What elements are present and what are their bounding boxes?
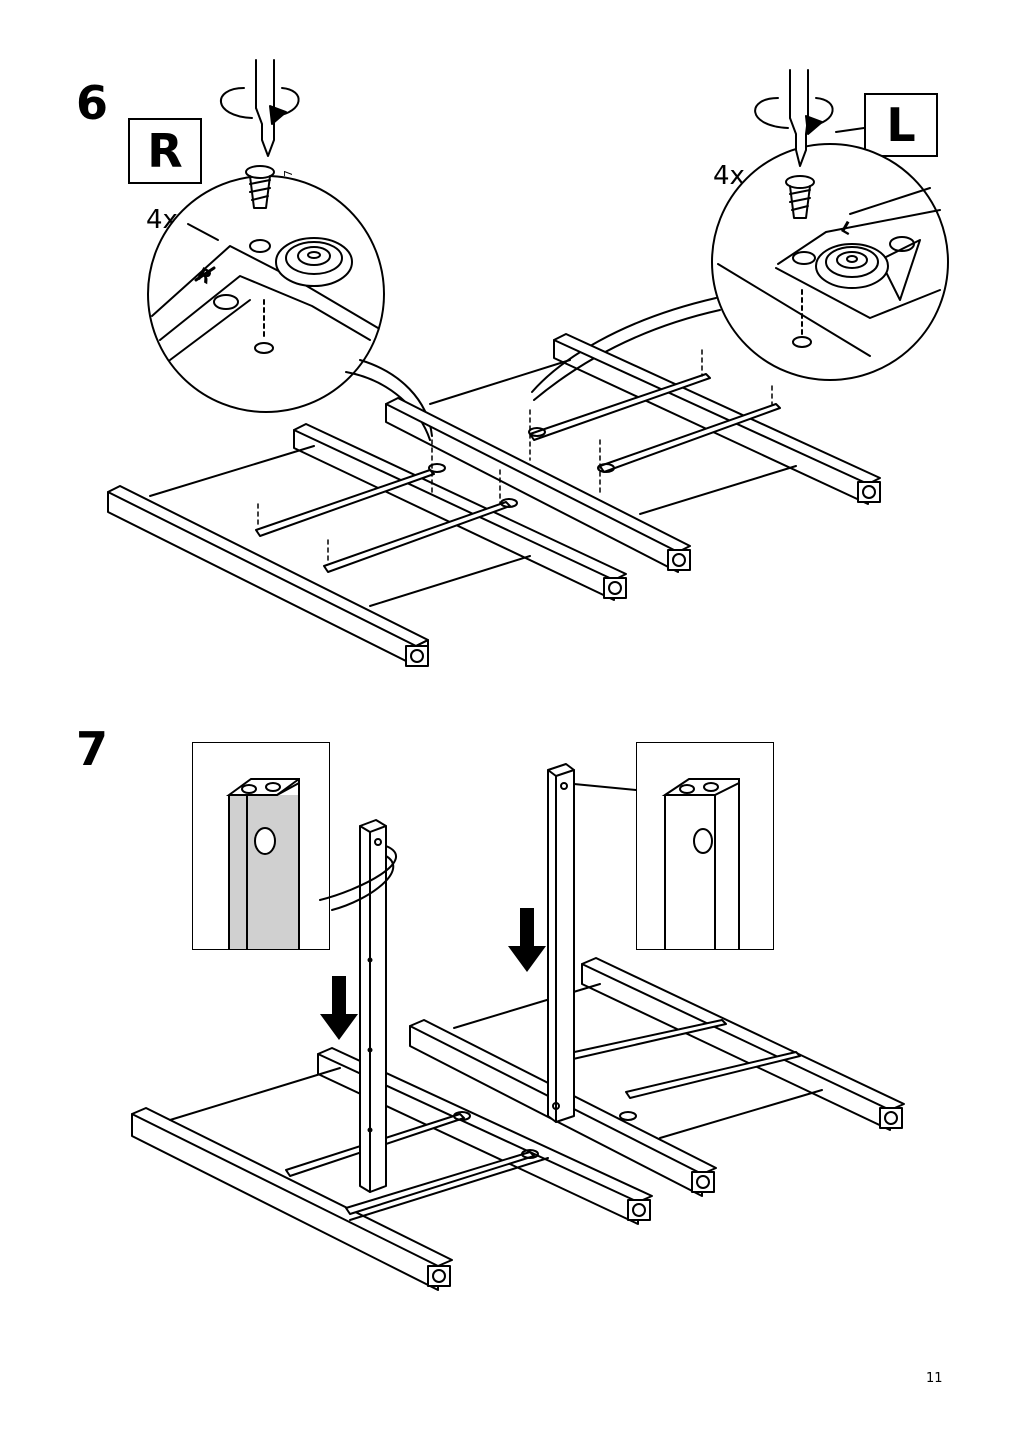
screwdriver-icon <box>255 59 275 157</box>
caster-wheel-left <box>275 237 353 287</box>
step-7-number: 7 <box>76 722 109 776</box>
leg-left <box>319 819 397 1193</box>
frame-right <box>385 333 881 573</box>
side-label-right: R <box>147 124 183 178</box>
frame-left <box>107 423 627 667</box>
clockwise-rotation-icon <box>219 87 300 125</box>
side-label-left: L <box>886 98 916 152</box>
step-6-number: 6 <box>76 76 109 130</box>
side-label-left-box: L <box>864 93 938 157</box>
screwdriver-icon <box>789 69 809 167</box>
step-6-illustration: R <box>107 59 949 667</box>
frame-left <box>131 1047 653 1291</box>
frame-right <box>409 957 905 1197</box>
leg-detail-white <box>661 778 740 949</box>
screw-icon <box>245 165 275 209</box>
step-7-right-detail-box <box>636 742 774 950</box>
step-6-left-detail-circle: R <box>147 175 385 413</box>
leg-detail-gray <box>225 778 300 949</box>
clockwise-rotation-icon <box>754 97 834 135</box>
arrow-down-icon <box>320 976 358 1040</box>
page-number: 11 <box>926 1371 943 1386</box>
screw-icon <box>785 175 815 219</box>
arrow-down-icon <box>508 908 546 972</box>
caster-wheel-right <box>815 243 889 289</box>
step-7-left-detail-box <box>192 742 330 950</box>
leg-right <box>547 763 637 1123</box>
side-label-right-box: R <box>128 118 202 184</box>
left-leader-line <box>187 223 219 241</box>
